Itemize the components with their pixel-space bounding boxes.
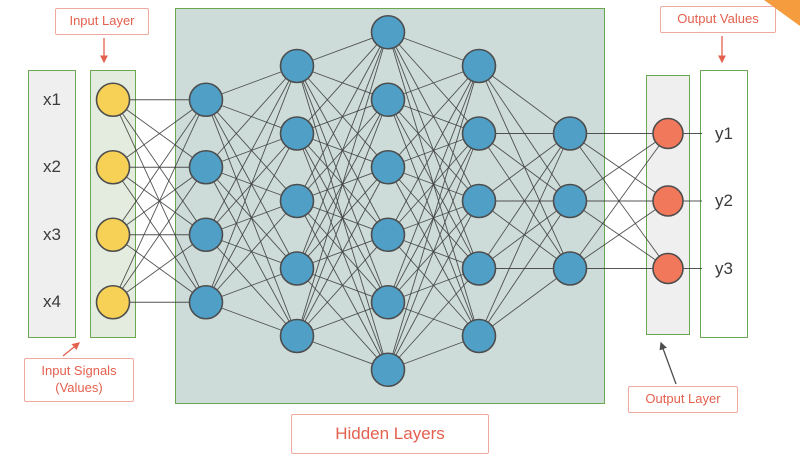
hidden-node <box>461 116 497 151</box>
hidden-node <box>461 251 497 286</box>
hidden-node <box>370 149 406 185</box>
output-layer-callout: Output Layer <box>628 386 738 413</box>
hidden-node <box>370 82 406 118</box>
input-signal-label: x1 <box>43 89 61 109</box>
hidden-node <box>370 284 406 320</box>
hidden-node <box>279 116 315 151</box>
hidden-node <box>188 284 224 320</box>
input-signals-line2: (Values) <box>55 379 103 395</box>
input-signal-label: x4 <box>43 292 61 312</box>
input-node <box>95 217 131 253</box>
hidden-layers-callout: Hidden Layers <box>291 414 489 455</box>
output-value-label: y1 <box>715 123 733 143</box>
input-node <box>95 284 131 320</box>
corner-decoration-icon <box>764 0 800 26</box>
output-layer-arrow <box>659 341 677 385</box>
input-layer-callout: Input Layer <box>55 8 149 35</box>
connection-lines <box>112 31 702 371</box>
output-values-box <box>700 70 748 338</box>
input-signals-box <box>28 70 76 338</box>
input-signals-arrow <box>62 342 81 357</box>
input-node <box>95 82 131 118</box>
hidden-node <box>552 116 588 151</box>
hidden-node <box>279 183 315 219</box>
hidden-node <box>188 217 224 253</box>
output-value-label: y2 <box>715 191 733 210</box>
hidden-node <box>279 48 315 84</box>
callout-arrows <box>62 36 726 385</box>
hidden-node <box>370 217 406 253</box>
hidden-node <box>461 183 497 219</box>
input-signal-label: x3 <box>43 224 61 244</box>
hidden-node <box>279 318 315 354</box>
input-signals-line1: Input Signals <box>41 363 117 378</box>
input-node <box>95 149 131 185</box>
network-nodes <box>95 14 684 388</box>
hidden-node <box>461 48 497 84</box>
output-node <box>652 185 684 217</box>
output-values-callout: Output Values <box>660 6 776 33</box>
hidden-node <box>461 318 497 354</box>
output-value-label: y3 <box>715 258 733 278</box>
hidden-node <box>552 251 588 286</box>
output-node <box>652 117 684 150</box>
hidden-node <box>279 251 315 286</box>
hidden-node <box>370 14 406 50</box>
hidden-node <box>552 183 588 219</box>
output-node <box>652 252 684 285</box>
hidden-node <box>370 352 406 388</box>
hidden-node <box>188 149 224 185</box>
input-signals-callout: Input Signals (Values) <box>24 358 134 402</box>
input-signal-label: x2 <box>43 157 61 177</box>
hidden-node <box>188 82 224 118</box>
